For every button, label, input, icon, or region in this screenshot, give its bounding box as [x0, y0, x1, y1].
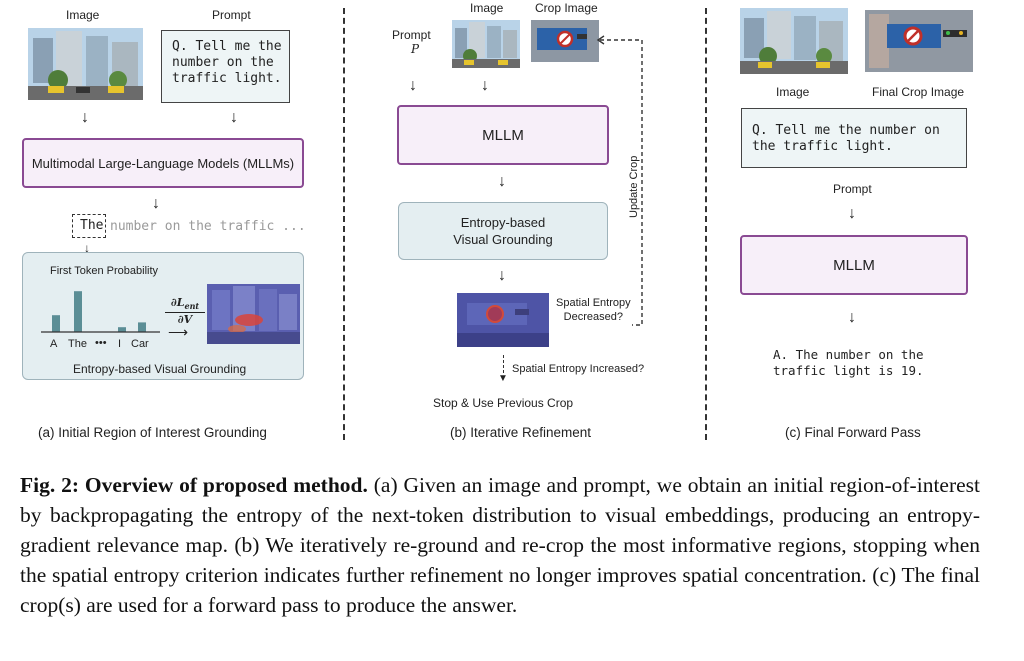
dashed-down-arrow: [503, 355, 504, 373]
figure-caption-text: (a) Given an image and prompt, we obtain…: [20, 473, 980, 617]
panel-a-grounding-label: Entropy-based Visual Grounding: [73, 362, 247, 376]
arrow-right: ⟶: [168, 324, 189, 340]
panel-a-prompt-label: Prompt: [212, 8, 251, 22]
panel-a-subcaption: (a) Initial Region of Interest Grounding: [38, 425, 267, 440]
bar-label-car: Car: [131, 338, 149, 350]
arrow-down: ↓: [848, 309, 856, 326]
panel-a-image-label: Image: [66, 8, 100, 22]
panel-c-mllm-label: MLLM: [833, 256, 875, 274]
spatial-decreased-line1: Spatial Entropy: [556, 297, 631, 309]
token-probability-bar-chart: [41, 291, 160, 333]
city-street-photo: [28, 28, 143, 100]
arrow-down: ↓: [152, 195, 160, 212]
update-crop-label: Update Crop: [628, 155, 640, 218]
probability-bar: [118, 327, 126, 332]
panel-b-crop-label: Crop Image: [535, 1, 598, 15]
arrow-down: ↓: [230, 109, 238, 126]
arrow-down: ↓: [81, 109, 89, 126]
probability-bar: [52, 315, 60, 332]
spatial-increased-label: Spatial Entropy Increased?: [512, 363, 645, 375]
relevance-heatmap-image: [207, 284, 300, 344]
spatial-decreased-label: Spatial Entropy Decreased?: [556, 296, 631, 324]
arrow-down: ↓: [498, 267, 506, 284]
arrow-down: ▼: [498, 373, 508, 384]
first-token-prob-label: First Token Probability: [50, 265, 159, 277]
arrow-down: ↓: [409, 77, 417, 94]
spatial-decreased-line2: Decreased?: [563, 311, 623, 323]
panel-a-prompt-box: Q. Tell me the number on the traffic lig…: [161, 30, 290, 103]
panel-c-prompt-box: Q. Tell me the number on the traffic lig…: [741, 108, 967, 168]
panel-b-mllm-label: MLLM: [482, 126, 524, 144]
panel-c-mllm-box: MLLM: [740, 235, 968, 295]
panel-divider-right: [705, 8, 707, 440]
stop-label: Stop & Use Previous Crop: [433, 396, 574, 410]
panel-b-image-label: Image: [470, 1, 504, 15]
arrow-down: ↓: [84, 241, 90, 255]
panel-c-city-photo: [740, 8, 848, 74]
panel-b-heatmap-crop: [457, 293, 549, 347]
panel-b-subcaption: (b) Iterative Refinement: [450, 425, 592, 440]
panel-b-grounding-box: Entropy-based Visual Grounding: [398, 202, 608, 260]
panel-a-mllm-label: Multimodal Large-Language Models (MLLMs): [31, 155, 295, 171]
figure-caption: Fig. 2: Overview of proposed method. (a)…: [20, 470, 980, 620]
panel-b-grounding-line1: Entropy-based: [460, 215, 546, 230]
panel-c-answer: A. The number on the traffic light is 19…: [773, 347, 924, 378]
update-crop-dashed-path: [596, 35, 643, 326]
figure-label: Fig. 2: Overview of proposed method.: [20, 473, 368, 497]
panel-b-grounding-line2: Visual Grounding: [453, 232, 553, 247]
token-rest: number on the traffic ...: [110, 219, 306, 234]
panel-b-prompt-label: Prompt: [392, 28, 431, 42]
panel-a-mllm-box: Multimodal Large-Language Models (MLLMs): [22, 138, 304, 188]
panel-c-prompt-label: Prompt: [833, 182, 872, 196]
bar-label-the: The: [68, 338, 87, 350]
token-the: The: [80, 218, 104, 233]
panel-c-image-label: Image: [776, 85, 810, 99]
panel-b-crop-photo: [531, 20, 599, 62]
probability-bar: [138, 322, 146, 332]
arrow-down: ↓: [498, 173, 506, 190]
gradient-numerator: ∂L: [170, 296, 185, 309]
token-the-box: [72, 214, 106, 238]
panel-b-city-photo: [452, 20, 520, 68]
bar-label-a: A: [50, 338, 58, 350]
gradient-subscript: ent: [184, 301, 200, 312]
arrow-down: ↓: [481, 77, 489, 94]
panel-b-mllm-box: MLLM: [397, 105, 609, 165]
arrow-down: ↓: [848, 205, 856, 222]
panel-c-final-crop-photo: [865, 10, 973, 72]
bar-label-ellipsis: •••: [95, 337, 107, 349]
bar-label-i: I: [118, 338, 122, 350]
panel-divider-left: [343, 8, 345, 440]
gradient-fraction: ∂Lent ∂V: [165, 296, 205, 326]
gradient-denominator: ∂V: [165, 312, 205, 326]
probability-bar: [74, 291, 82, 332]
panel-b-prompt-symbol: P: [411, 42, 420, 56]
panel-c-final-crop-label: Final Crop Image: [872, 85, 965, 99]
panel-c-subcaption: (c) Final Forward Pass: [785, 425, 921, 440]
